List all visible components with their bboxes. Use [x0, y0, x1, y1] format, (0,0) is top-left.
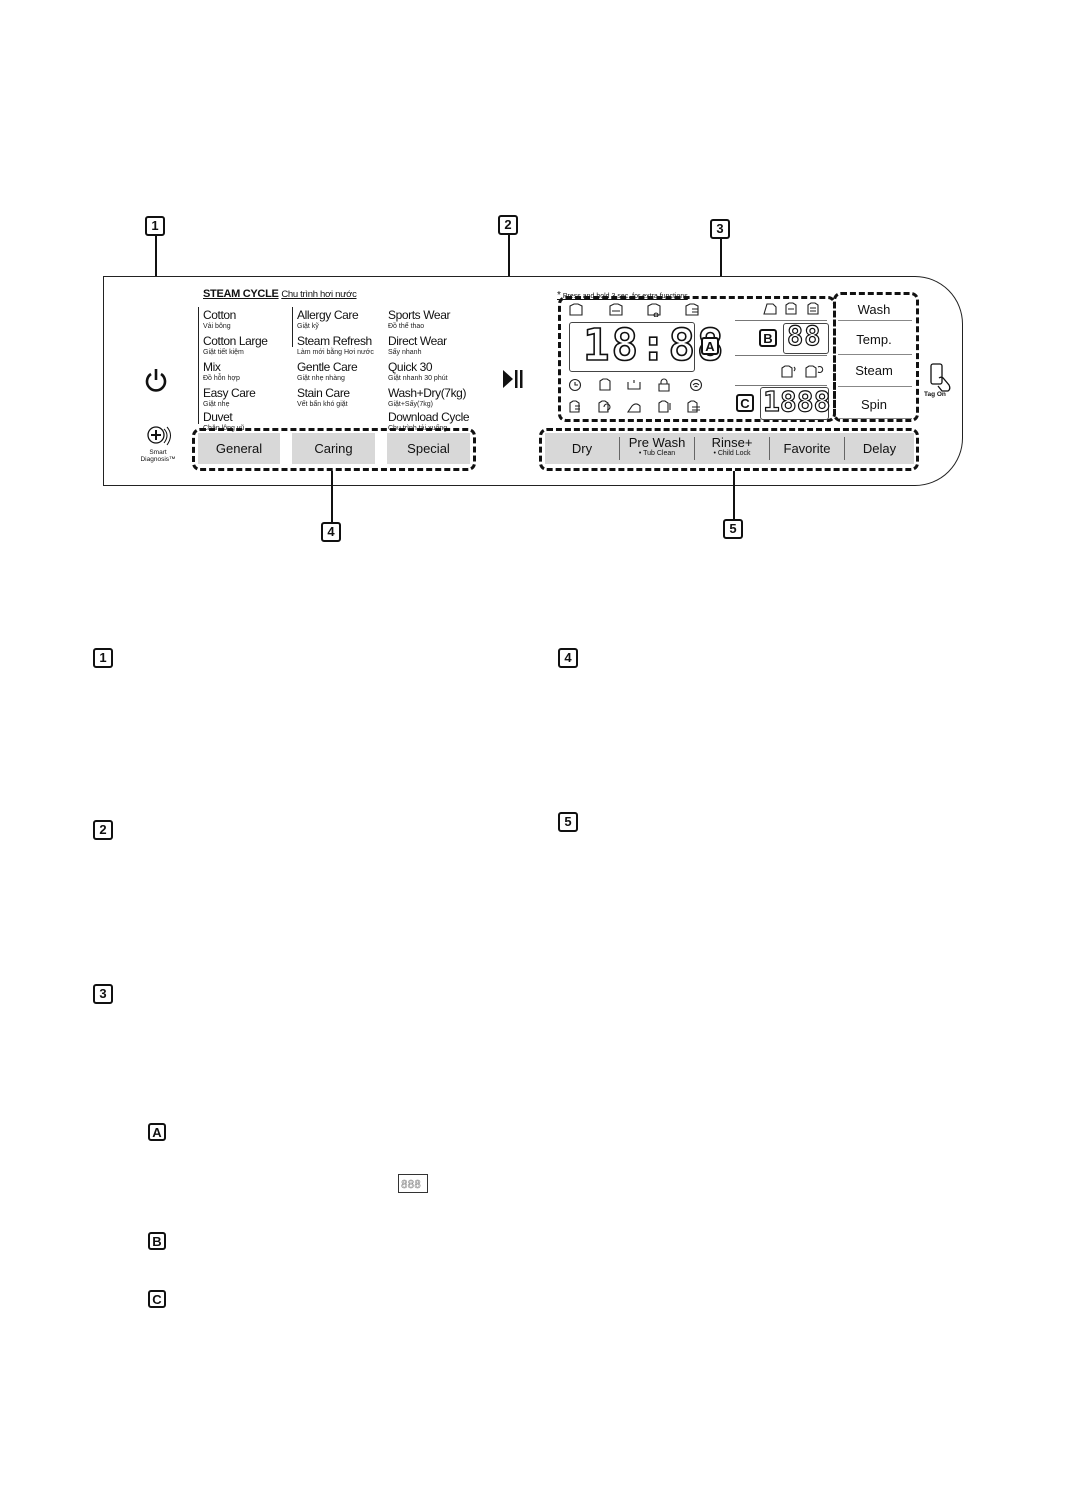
button-separator-3: [769, 437, 770, 460]
sample-segment-icon: 888: [398, 1174, 428, 1193]
rinse-icon: [569, 400, 580, 413]
caring-button[interactable]: Caring: [292, 433, 375, 464]
button-separator-2: [694, 437, 695, 460]
time-display-box: [569, 322, 695, 372]
leader-line-5: [733, 471, 735, 520]
general-button[interactable]: General: [198, 433, 280, 464]
option-divider-1: [838, 320, 912, 321]
start-pause-icon[interactable]: [500, 368, 524, 390]
dry-iron-icon: [626, 403, 641, 413]
legend-marker-c: C: [148, 1290, 166, 1308]
display-label-b: B: [759, 329, 777, 347]
delay-clock-icon: [568, 378, 582, 392]
svg-text:888: 888: [401, 1178, 421, 1191]
smart-diagnosis-icon: [146, 425, 172, 447]
spin-icon: [805, 365, 824, 378]
display-label-c: C: [736, 394, 754, 412]
display-rule-low: [735, 385, 827, 386]
legend-marker-4: 4: [558, 648, 578, 668]
program-bracket-col2: [292, 307, 293, 347]
legend-marker-a: A: [148, 1123, 166, 1141]
option-buttons-strip: [545, 433, 914, 464]
dry-shirt-icon: [763, 303, 777, 315]
delay-button[interactable]: Delay: [862, 441, 897, 456]
c-display: 1888: [762, 384, 831, 418]
leader-line-4: [331, 471, 333, 523]
rinse-shirt-icon: [807, 302, 819, 315]
button-separator-1: [619, 437, 620, 460]
softener-icon: [687, 400, 700, 413]
wifi-icon: [689, 378, 703, 392]
power-icon[interactable]: [144, 367, 168, 393]
option-temp-label: Temp.: [856, 332, 892, 347]
time-display: 18:88: [582, 319, 726, 372]
dry-button[interactable]: Dry: [571, 441, 593, 456]
legend-marker-b: B: [148, 1232, 166, 1250]
display-rule-mid: [735, 355, 827, 356]
rinse-shirt-icon: [685, 303, 699, 316]
display-right-top-icons: [762, 302, 826, 316]
tag-on-phone-icon: [928, 362, 954, 392]
legend-marker-3: 3: [93, 984, 113, 1004]
legend-marker-1: 1: [93, 648, 113, 668]
lock-icon: [658, 378, 670, 392]
c-display-box: [760, 387, 829, 420]
callout-4: 4: [321, 522, 341, 542]
callout-2: 2: [498, 215, 518, 235]
callout-3: 3: [710, 219, 730, 239]
display-top-icons: [568, 303, 708, 318]
option-divider-4: [838, 418, 912, 419]
steam-icon: [781, 365, 796, 378]
callout-1: 1: [145, 216, 165, 236]
category-buttons-group: [192, 428, 476, 471]
b-display: 88: [786, 320, 822, 352]
tag-on-label: Tag On: [924, 391, 946, 398]
option-divider-2: [838, 354, 912, 355]
display-status-icons: [568, 378, 708, 392]
option-wash-label: Wash: [857, 302, 891, 317]
rinse-plus-button[interactable]: Rinse+• Child Lock: [711, 435, 753, 458]
tub-icon: [627, 380, 641, 390]
program-heading: STEAM CYCLE Chu trình hơi nước: [203, 288, 357, 300]
spin-icon: [598, 400, 611, 413]
option-spin-label: Spin: [860, 397, 888, 412]
program-bracket-col1: [198, 307, 199, 424]
legend-marker-5: 5: [558, 812, 578, 832]
leader-line-3: [720, 239, 722, 296]
option-buttons-group: [539, 428, 919, 471]
wash-shirt-icon: [785, 302, 797, 315]
display-right-mid-icons: [780, 365, 826, 379]
display-rule-top: [735, 320, 827, 321]
program-wash-dry[interactable]: Wash+Dry(7kg)Giặt+Sấy(7kg): [388, 386, 467, 408]
prewash-shirt-icon: [569, 303, 583, 316]
legend-marker-2: 2: [93, 820, 113, 840]
display-label-a: A: [701, 337, 719, 355]
special-button[interactable]: Special: [387, 433, 470, 464]
wash-shirt-icon: [609, 303, 623, 316]
option-labels-group: [833, 292, 919, 422]
callout-5: 5: [723, 519, 743, 539]
button-separator-4: [844, 437, 845, 460]
steam-shirt-icon: [647, 303, 661, 318]
favorite-button[interactable]: Favorite: [783, 441, 831, 456]
prewash-button[interactable]: Pre Wash• Tub Clean: [628, 435, 686, 458]
option-steam-label: Steam: [855, 363, 893, 378]
display-option-icons: [568, 400, 708, 414]
b-display-box: [783, 323, 829, 354]
shirt-icon: [599, 378, 611, 391]
temp-shirt-icon: [658, 400, 671, 413]
option-divider-3: [838, 386, 912, 387]
